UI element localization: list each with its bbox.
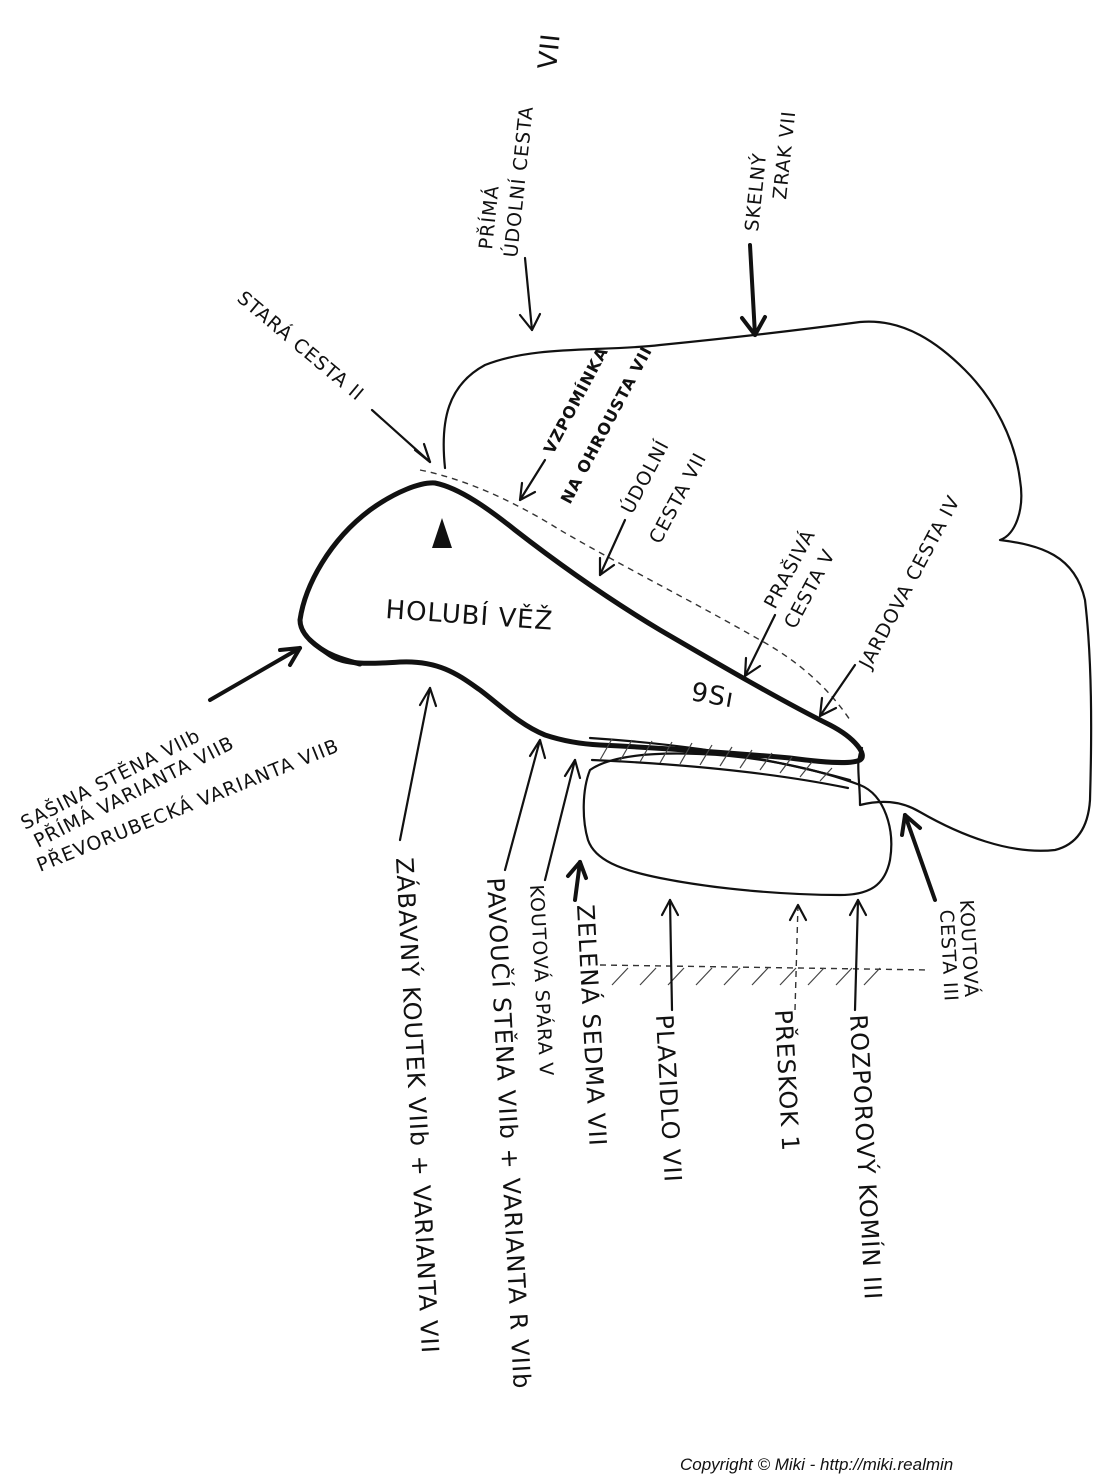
- route-label-prima-udolni-2: ÚDOLNÍ CESTA: [498, 104, 538, 258]
- tower-name: HOLUBÍ VĚŽ: [385, 593, 555, 637]
- route-label-stara-cesta: STARÁ CESTA II: [233, 286, 369, 405]
- route-label-koutova-cesta-2: CESTA III: [935, 909, 962, 1002]
- dashed-route-line: [419, 469, 851, 721]
- ground-line: [599, 964, 931, 986]
- tower-base-ledge: [307, 637, 363, 667]
- route-label-preskok: PŘESKOK 1: [769, 1009, 805, 1153]
- route-label-prima-udolni-1: PŘÍMÁ: [474, 184, 504, 251]
- route-label-jardova-cesta: JARDOVA CESTA IV: [855, 492, 965, 673]
- route-label-skelny-zrak-1: SKELNÝ: [740, 152, 771, 233]
- route-label-plazidlo: PLAZIDLO VII: [650, 1014, 687, 1184]
- route-label-prima-udolni-3: VII: [533, 32, 567, 71]
- route-label-zabavny-koutek: ZÁBAVNÝ KOUTEK VIIb + VARIANTA VII: [390, 857, 445, 1355]
- route-label-rozporovy-komin: ROZPOROVÝ KOMÍN III: [844, 1014, 888, 1301]
- copyright-notice: Copyright © Miki - http://miki.realmin: [680, 1455, 954, 1474]
- route-label-zelena-sedma: ZELENÁ SEDMA VII: [571, 904, 613, 1148]
- lower-block-outline: [582, 752, 893, 897]
- tower-height-mark: 9Sı: [689, 677, 737, 714]
- route-label-koutova-spara: KOUTOVÁ SPÁRA V: [525, 884, 558, 1077]
- route-label-koutova-cesta-1: KOUTOVÁ: [955, 899, 983, 998]
- chimney-hatching: [588, 736, 852, 790]
- tower-outline: [297, 480, 865, 766]
- neighbor-rock-outline: [442, 320, 1093, 852]
- summit-triangle-icon: [432, 518, 452, 548]
- route-arrows: [208, 243, 937, 1012]
- route-label-skelny-zrak-2: ZRAK VII: [769, 110, 800, 201]
